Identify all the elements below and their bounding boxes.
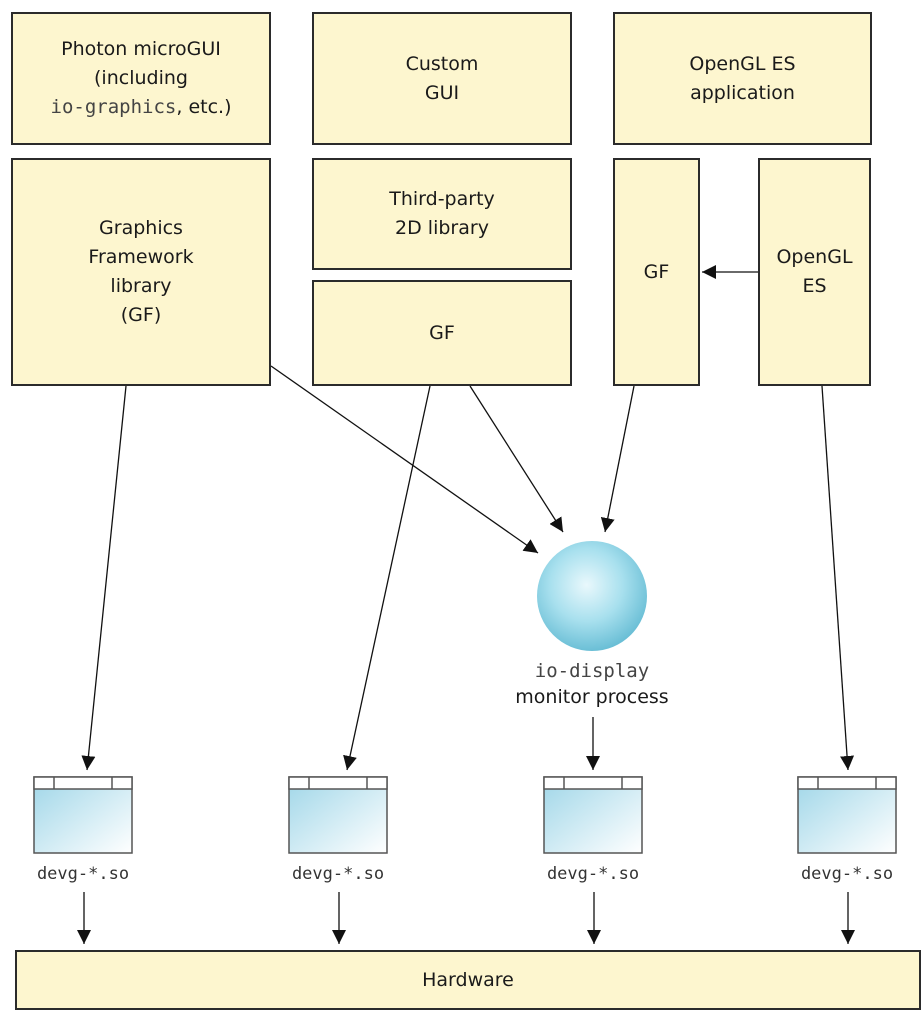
driver-icon-2	[288, 776, 388, 854]
monitor-description: monitor process	[515, 686, 669, 708]
gf-library-line1: Graphics	[99, 217, 183, 239]
opengl-app-line2: application	[690, 81, 795, 104]
driver-label-1: devg-*.so	[36, 864, 130, 884]
gf-library-line4: (GF)	[120, 304, 162, 326]
opengl-es-line2: ES	[802, 275, 827, 297]
arrow-gf-2d-to-monitor	[469, 385, 564, 533]
driver-icon-1	[33, 776, 133, 854]
opengl-application-box: OpenGL ES application	[613, 12, 872, 145]
custom-gui-line2: GUI	[424, 81, 460, 104]
io-graphics-code: io-graphics	[50, 96, 177, 118]
third-party-2d-library-box: Third-party 2D library	[312, 158, 572, 270]
custom-gui-line1: Custom	[405, 52, 479, 75]
driver-icon-3	[543, 776, 643, 854]
gf-box-opengl: GF	[613, 158, 700, 386]
opengl-es-line1: OpenGL	[776, 246, 853, 268]
opengl-app-line1: OpenGL ES	[689, 52, 796, 75]
custom-gui-box: Custom GUI	[312, 12, 572, 145]
io-display-name: io-display	[534, 660, 650, 682]
driver-label-4: devg-*.so	[800, 864, 894, 884]
gf-2d-label: GF	[429, 321, 455, 344]
driver-label-2: devg-*.so	[291, 864, 385, 884]
arrow-gf-2d-to-driver2	[343, 385, 431, 771]
arrow-gf-lib-to-monitor	[270, 365, 539, 554]
third-party-line2: 2D library	[395, 217, 489, 239]
gf-library-line2: Framework	[88, 246, 194, 268]
photon-line1: Photon microGUI	[61, 38, 221, 60]
arrow-gf-lib-to-driver1	[81, 385, 127, 771]
photon-microgui-box: Photon microGUI (including io-graphics, …	[11, 12, 271, 145]
gf-opengl-label: GF	[643, 260, 670, 283]
graphics-framework-library-box: Graphics Framework library (GF)	[11, 158, 271, 386]
monitor-sphere	[537, 541, 647, 651]
arrow-gf-opengl-to-monitor	[600, 385, 635, 533]
driver-label-3: devg-*.so	[546, 864, 640, 884]
driver-icon-4	[797, 776, 897, 854]
photon-line2: (including	[94, 67, 188, 89]
gf-library-line3: library	[110, 275, 172, 297]
arrow-opengl-es-to-driver4	[821, 385, 855, 771]
third-party-line1: Third-party	[389, 188, 495, 210]
monitor-label: io-display monitor process	[472, 658, 712, 710]
hardware-label: Hardware	[422, 969, 514, 991]
hardware-box: Hardware	[15, 950, 921, 1010]
gf-box-2d: GF	[312, 280, 572, 386]
opengl-es-box: OpenGL ES	[758, 158, 871, 386]
photon-line3-rest: , etc.)	[176, 96, 232, 118]
